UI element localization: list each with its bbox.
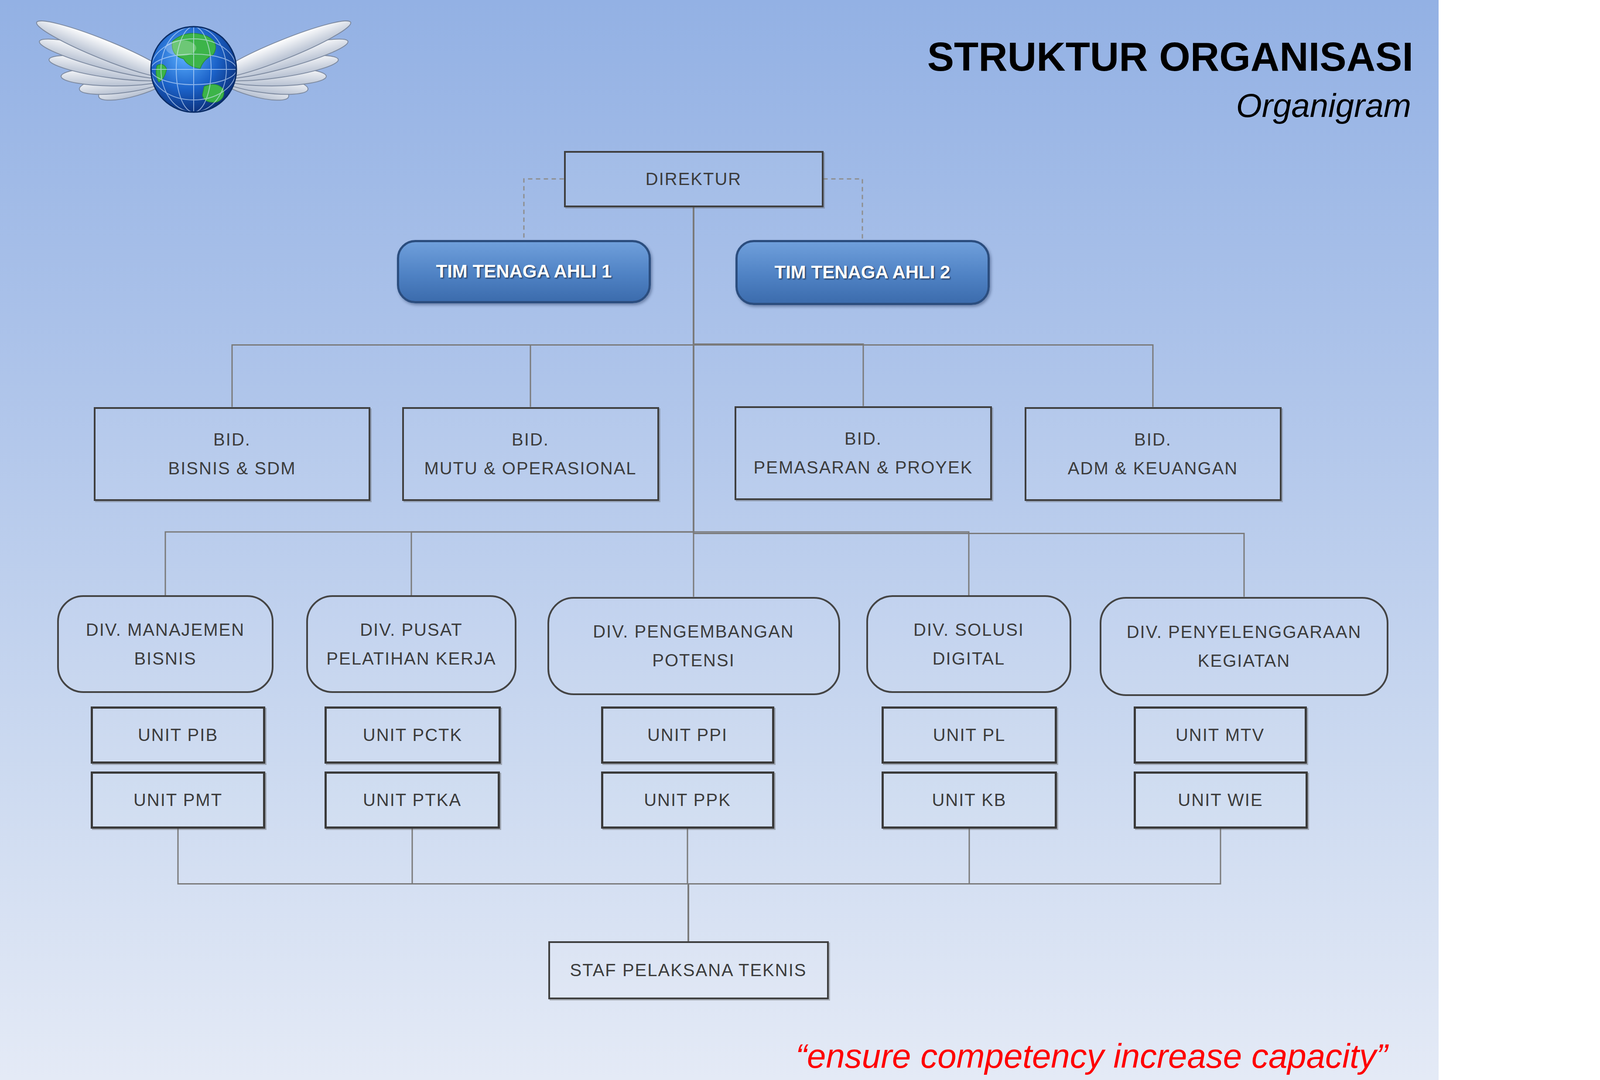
text-line: DIGITAL — [913, 643, 1025, 673]
logo-part — [150, 38, 237, 100]
text-line: DIV. PUSAT — [326, 615, 496, 644]
text-line: DIV. PENYELENGGARAAN — [1126, 617, 1362, 647]
connector — [232, 207, 694, 407]
field-box: BID. BISNIS & SDM — [93, 406, 371, 501]
text-line: MUTU & OPERASIONAL — [423, 453, 637, 483]
box-text: DIREKTUR — [645, 164, 742, 194]
unit-box: UNIT KB — [881, 771, 1057, 829]
text-line: BID. — [168, 424, 297, 454]
division-box: DIV. PUSAT PELATIHAN KERJA — [306, 594, 517, 693]
box-text: DIV. PENYELENGGARAAN KEGIATAN — [1126, 617, 1362, 675]
expert-team-box: TIM TENAGA AHLI 1 — [396, 239, 651, 304]
text-line: BISNIS — [85, 643, 245, 673]
text-line: KEGIATAN — [1126, 646, 1362, 675]
division-box: DIV. SOLUSI DIGITAL — [866, 594, 1072, 693]
box-text: DIV. SOLUSI DIGITAL — [913, 615, 1025, 673]
field-box: BID. PEMASARAN & PROYEK — [734, 406, 992, 500]
field-box: BID. MUTU & OPERASIONAL — [402, 406, 660, 501]
logo — [0, 0, 393, 140]
text-line: PEMASARAN & PROYEK — [753, 452, 974, 482]
text-line: BID. — [753, 423, 974, 453]
text-line: BISNIS & SDM — [168, 453, 297, 483]
unit-box: UNIT WIE — [1133, 771, 1308, 829]
box-text: BID. PEMASARAN & PROYEK — [753, 423, 974, 482]
connector — [693, 207, 1245, 597]
box-text: UNIT PPK — [643, 785, 732, 814]
connector — [693, 207, 969, 596]
text-line: POTENSI — [592, 645, 795, 675]
text-line: PELATIHAN KERJA — [326, 643, 496, 673]
box-text: UNIT PPI — [647, 720, 728, 749]
unit-box: UNIT MTV — [1133, 706, 1307, 764]
subtitle: Organigram — [1236, 87, 1412, 124]
box-text: UNIT PL — [933, 720, 1006, 749]
connector — [411, 207, 694, 596]
box-text: UNIT PMT — [133, 785, 223, 814]
box-text: UNIT WIE — [1177, 785, 1263, 814]
text-line: BID. — [1067, 424, 1238, 454]
globe — [150, 26, 237, 113]
box-text: BID. ADM & KEUANGAN — [1067, 424, 1238, 483]
globe-grid — [150, 26, 237, 113]
box-text: TIM TENAGA AHLI 1 — [436, 260, 612, 282]
text-line: BID. — [423, 424, 637, 454]
tagline: “ensure competency increase capacity” — [795, 1037, 1388, 1075]
page-title: STRUKTUR ORGANISASI — [927, 34, 1414, 79]
unit-box: UNIT PPK — [601, 771, 775, 829]
box-text: TIM TENAGA AHLI 2 — [774, 261, 951, 283]
director-box: DIREKTUR — [564, 150, 824, 208]
connector — [688, 828, 1221, 941]
connector — [693, 207, 1153, 407]
globe-shine — [165, 40, 197, 56]
box-text: BID. BISNIS & SDM — [168, 424, 297, 483]
connector — [165, 207, 694, 596]
unit-box: UNIT PCTK — [324, 706, 501, 764]
unit-box: UNIT PPI — [601, 706, 775, 764]
unit-box: UNIT PMT — [90, 771, 266, 829]
box-text: DIV. PUSAT PELATIHAN KERJA — [326, 615, 496, 673]
unit-box: UNIT PIB — [90, 706, 266, 764]
box-text: DIV. PENGEMBANGAN POTENSI — [592, 616, 795, 675]
unit-box: UNIT PL — [881, 706, 1057, 764]
expert-team-box: TIM TENAGA AHLI 2 — [735, 239, 990, 305]
text-line: DIV. MANAJEMEN — [85, 615, 245, 644]
connector — [693, 207, 864, 407]
division-box: DIV. PENYELENGGARAAN KEGIATAN — [1099, 596, 1389, 696]
division-box: DIV. PENGEMBANGAN POTENSI — [547, 596, 841, 695]
text-line: DIV. SOLUSI — [913, 615, 1025, 644]
box-text: UNIT PTKA — [362, 785, 462, 814]
text-line: DIV. PENGEMBANGAN — [592, 616, 795, 646]
connector — [823, 178, 863, 240]
box-text: UNIT PIB — [137, 720, 219, 749]
box-text: DIV. MANAJEMEN BISNIS — [85, 615, 245, 673]
unit-box: UNIT PTKA — [324, 771, 500, 829]
box-text: UNIT MTV — [1175, 720, 1265, 749]
box-text: UNIT PCTK — [362, 720, 463, 749]
connector — [530, 207, 694, 407]
division-box: DIV. MANAJEMEN BISNIS — [57, 594, 274, 693]
staff-box: STAF PELAKSANA TEKNIS — [548, 940, 829, 999]
box-text: BID. MUTU & OPERASIONAL — [423, 424, 637, 483]
connector — [523, 178, 565, 240]
field-box: BID. ADM & KEUANGAN — [1024, 406, 1282, 501]
logo-part — [150, 68, 237, 70]
connector — [177, 828, 689, 941]
box-text: STAF PELAKSANA TEKNIS — [570, 955, 807, 985]
text-line: ADM & KEUANGAN — [1067, 453, 1238, 483]
connector — [412, 828, 689, 941]
logo-part — [150, 54, 237, 85]
connector — [688, 828, 970, 941]
box-text: UNIT KB — [931, 785, 1007, 814]
